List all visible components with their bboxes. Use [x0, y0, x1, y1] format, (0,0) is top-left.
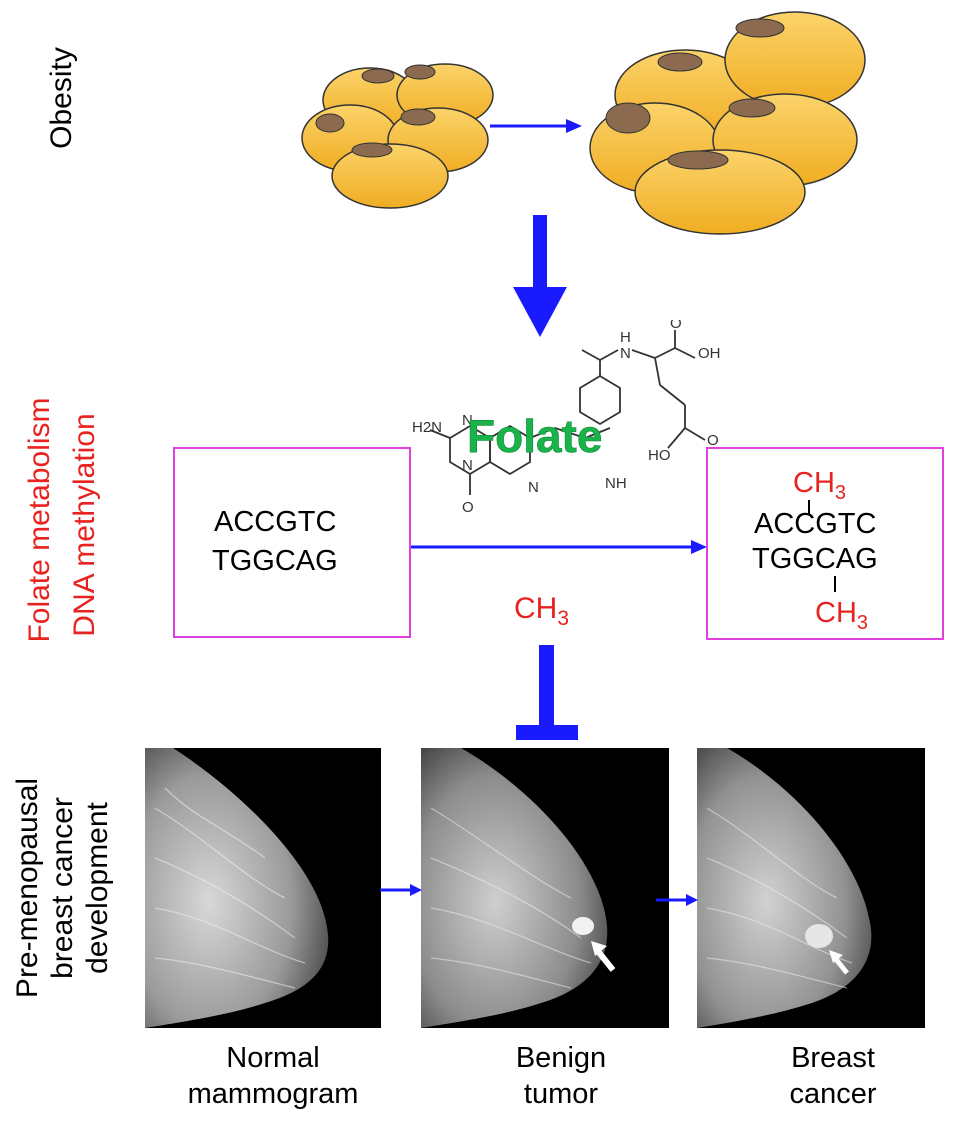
caption-normal-line2: mammogram [187, 1078, 359, 1110]
caption-cancer-line2: cancer [789, 1078, 877, 1110]
structure-label-o3: O [707, 432, 719, 449]
small-fat-cells [301, 63, 494, 209]
structure-label-h: H [620, 329, 631, 346]
folate-label: Folate [467, 410, 602, 462]
caption-benign: Benign tumor [431, 1040, 691, 1112]
caption-cancer-line1: Breast [791, 1042, 875, 1074]
right-bottom-methyl-text: CH [815, 597, 857, 629]
obesity-label: Obesity [45, 47, 78, 149]
right-dna-bottom-strand: TGGCAG [752, 543, 878, 575]
right-bottom-methyl-sub: 3 [856, 611, 869, 634]
inhibition-bar-cap [516, 725, 578, 740]
premenopausal-label-line3: development [81, 802, 114, 974]
structure-label-h2n: H2N [412, 419, 442, 436]
mammogram-benign [421, 748, 669, 1028]
methyl-donor-sub: 3 [557, 607, 570, 630]
progression-arrow-2 [656, 894, 698, 906]
mammogram-cancer [697, 748, 925, 1028]
premenopausal-label-line2: breast cancer [46, 797, 79, 979]
structure-label-n3: N [528, 479, 539, 496]
structure-label-o1: O [462, 499, 474, 516]
caption-benign-line1: Benign [515, 1042, 607, 1074]
caption-cancer: Breast cancer [703, 1040, 963, 1112]
right-bottom-methyl-bond [834, 576, 836, 592]
methyl-donor-text: CH [514, 592, 558, 625]
right-dna-top-strand: ACCGTC [754, 508, 877, 540]
right-top-methyl-bond [808, 500, 810, 514]
caption-benign-line2: tumor [523, 1078, 599, 1110]
right-dna-bottom-methyl: CH3 [815, 594, 868, 642]
structure-label-nh1: NH [605, 475, 627, 492]
structure-label-ho: HO [648, 447, 671, 464]
dna-methylation-label: DNA methylation [68, 413, 101, 637]
inhibition-bar-stem [539, 645, 554, 727]
left-dna-bottom-strand: TGGCAG [212, 545, 338, 577]
methylation-arrow [411, 540, 707, 554]
progression-arrow-1 [380, 884, 422, 896]
structure-label-o2: O [670, 320, 682, 332]
structure-label-oh: OH [698, 345, 721, 362]
structure-label-n4: N [620, 345, 631, 362]
down-arrow [513, 215, 567, 337]
fat-cells-illustration [301, 11, 866, 235]
right-dna-top-methyl: CH3 [793, 464, 846, 512]
arrow-indicator-benign [591, 941, 616, 972]
left-dna-top-strand: ACCGTC [214, 506, 337, 538]
caption-normal: Normal mammogram [143, 1040, 403, 1112]
methylated-dna-box [706, 447, 944, 640]
folate-metabolism-label: Folate metabolism [23, 397, 56, 643]
structure-label-n1: N [462, 412, 473, 429]
mammogram-normal [145, 748, 381, 1028]
arrow-indicator-cancer [829, 950, 849, 975]
unmethylated-dna-box [173, 447, 411, 638]
folate-structure: H2N N N N NH H N O OH O HO O Folate [412, 320, 721, 516]
structure-label-n2: N [462, 457, 473, 474]
caption-normal-line1: Normal [226, 1042, 320, 1074]
right-top-methyl-sub: 3 [834, 481, 847, 504]
methyl-donor-label: CH3 [514, 590, 569, 638]
right-top-methyl-text: CH [793, 467, 835, 499]
premenopausal-label-line1: Pre-menopausal [11, 777, 44, 999]
